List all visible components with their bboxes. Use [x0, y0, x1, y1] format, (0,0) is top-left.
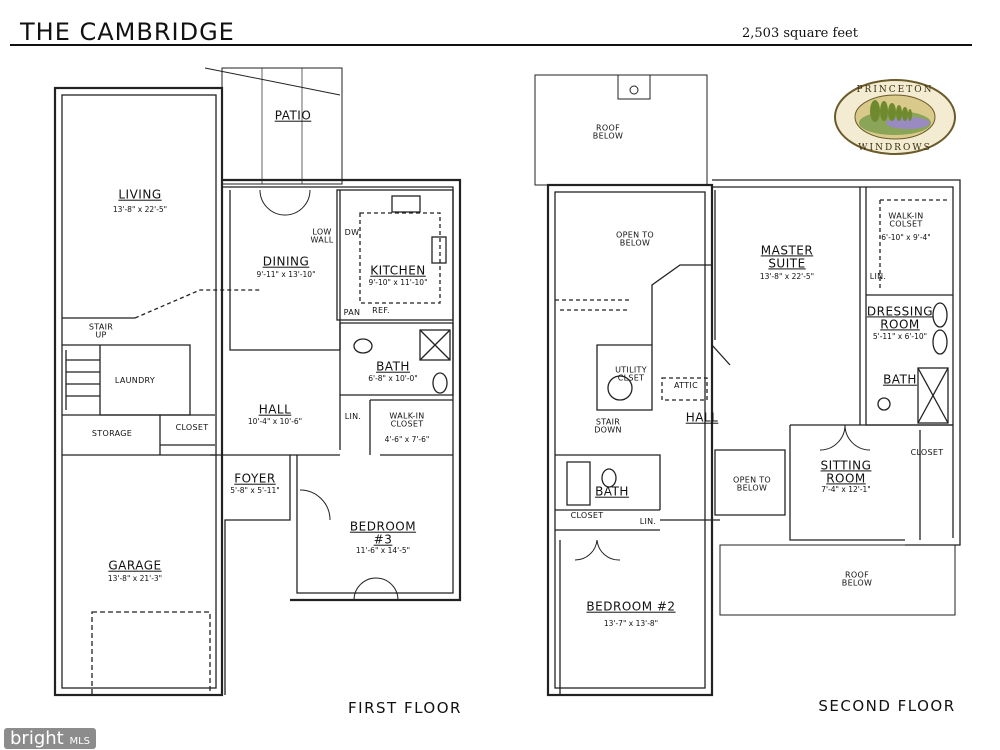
room-label-walk-in-closet: WALK-IN CLOSET: [389, 411, 425, 429]
room-dim-bath: 6'-8" x 10'-0": [368, 374, 418, 384]
label-linen-2: LIN.: [869, 271, 887, 281]
room-label-kitchen: KITCHEN: [370, 263, 426, 278]
label-open-to-below-1: OPEN TO BELOW: [616, 230, 654, 248]
room-dim-hall: 10'-4" x 10'-6": [247, 417, 303, 427]
watermark-suffix: MLS: [69, 736, 90, 747]
label-open-to-below-2: OPEN TO BELOW: [733, 475, 771, 493]
plan-title: THE CAMBRIDGE: [20, 18, 235, 46]
room-dim-dressing-room: 5'-11" x 6'-10": [872, 332, 928, 342]
room-label-bedroom-3-number: #3: [373, 532, 393, 547]
room-dim-bedroom-3: 11'-6" x 14'-5": [355, 546, 411, 556]
label-attic: ATTIC: [674, 380, 698, 390]
room-label-bath: BATH: [376, 359, 410, 374]
room-label-living: LIVING: [118, 187, 162, 202]
svg-text:WINDROWS: WINDROWS: [858, 143, 931, 153]
label-refrigerator: REF.: [372, 305, 390, 315]
room-dim-bedroom-2: 13'-7" x 13'-8": [603, 619, 659, 629]
room-label-foyer: FOYER: [234, 471, 276, 486]
room-label-patio: PATIO: [274, 108, 312, 123]
room-label-closet-sitting: CLOSET: [910, 447, 944, 457]
room-dim-kitchen: 9'-10" x 11'-10": [368, 278, 428, 288]
room-dim-sitting-room: 7'-4" x 12'-1": [821, 485, 871, 495]
label-linen: LIN.: [344, 411, 362, 421]
room-label-bedroom-2: BEDROOM #2: [586, 599, 676, 614]
label-linen-3: LIN.: [639, 516, 657, 526]
room-dim-garage: 13'-8" x 21'-3": [107, 574, 163, 584]
bright-mls-watermark: bright MLS: [4, 728, 96, 749]
room-label-dressing-room: DRESSING ROOM: [866, 304, 934, 331]
patio-outline: [221, 67, 343, 185]
label-stair-down: STAIR DOWN: [594, 417, 622, 435]
first-floor-caption: FIRST FLOOR: [348, 699, 462, 718]
watermark-brand: bright: [10, 728, 64, 749]
label-dishwasher: DW: [344, 227, 360, 237]
room-label-garage: GARAGE: [108, 558, 162, 573]
label-low-wall: LOW WALL: [310, 227, 334, 245]
room-label-bedroom-3: BEDROOM: [349, 519, 417, 534]
room-label-laundry: LAUNDRY: [114, 375, 156, 385]
room-dim-master-suite: 13'-8" x 22'-5": [759, 272, 815, 282]
room-label-closet: CLOSET: [175, 422, 209, 432]
label-stair-up: STAIR UP: [88, 322, 114, 340]
room-dim-walk-in-closet-2: 6'-10" x 9'-4": [881, 233, 931, 243]
square-footage: 2,503 square feet: [742, 26, 858, 41]
room-dim-walk-in-closet: 4'-6" x 7'-6": [384, 435, 430, 445]
svg-text:PRINCETON: PRINCETON: [857, 85, 934, 95]
room-label-hall-2: HALL: [685, 410, 719, 425]
room-label-closet-2: CLOSET: [570, 510, 604, 520]
first-floor-walls: [53, 67, 462, 697]
room-label-dining: DINING: [262, 254, 310, 269]
room-label-sitting-room: SITTING ROOM: [820, 458, 872, 485]
label-roof-below-bottom: ROOF BELOW: [841, 570, 873, 588]
second-floor-walls: [534, 74, 961, 697]
room-label-master-suite: MASTER SUITE: [760, 243, 814, 270]
second-floor-caption: SECOND FLOOR: [818, 697, 956, 716]
header-divider: [10, 44, 972, 46]
room-label-storage: STORAGE: [91, 428, 133, 438]
room-dim-foyer: 5'-8" x 5'-11": [230, 486, 280, 496]
label-utility-closet: UTILITY CLSET: [615, 365, 647, 383]
room-label-master-bath: BATH: [883, 372, 917, 387]
label-roof-below-top: ROOF BELOW: [592, 123, 624, 141]
label-pantry: PAN: [343, 307, 361, 317]
room-label-hall: HALL: [258, 402, 292, 417]
room-dim-living: 13'-8" x 22'-5": [112, 205, 168, 215]
room-label-bath-2: BATH: [595, 484, 629, 499]
princeton-windrows-logo: PRINCETON WINDROWS: [834, 79, 956, 155]
room-dim-dining: 9'-11" x 13'-10": [256, 270, 316, 280]
room-label-walk-in-closet-2: WALK-IN COLSET: [888, 211, 924, 229]
